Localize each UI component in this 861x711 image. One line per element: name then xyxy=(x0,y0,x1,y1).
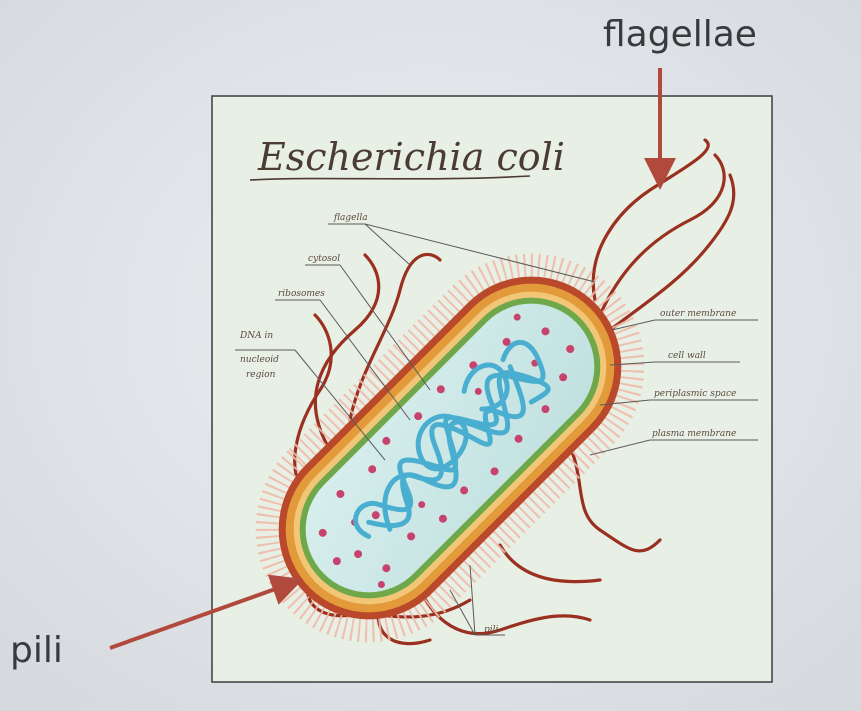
label-dna-1: DNA in xyxy=(239,331,273,341)
annotation-flagellae: flagellae xyxy=(603,14,757,55)
label-cytosol: cytosol xyxy=(308,254,340,264)
diagram-title: Escherichia coli xyxy=(257,135,565,179)
label-cell-wall: cell wall xyxy=(668,351,706,361)
annotation-pili: pili xyxy=(10,630,63,671)
label-outer-membrane: outer membrane xyxy=(660,309,736,319)
label-periplasmic-space: periplasmic space xyxy=(654,389,736,399)
label-plasma-membrane: plasma membrane xyxy=(652,429,736,439)
label-ribosomes: ribosomes xyxy=(278,289,325,299)
label-dna-3: region xyxy=(246,370,276,380)
label-pili-small: pili xyxy=(484,625,499,635)
label-dna-2: nucleoid xyxy=(240,355,279,365)
label-flagella: flagella xyxy=(333,213,368,223)
